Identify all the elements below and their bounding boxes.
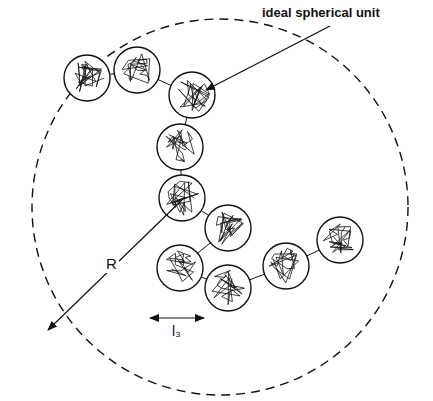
coil-scribble — [75, 61, 104, 91]
unit-size-arrow — [150, 317, 204, 318]
coil-scribble — [178, 81, 210, 112]
spherical-unit — [263, 243, 309, 289]
coil-scribble — [167, 251, 196, 282]
radius-arrow — [48, 200, 182, 330]
spherical-unit — [169, 72, 215, 118]
coil-scribble — [323, 224, 353, 253]
coil-scribble — [269, 248, 298, 283]
pointer-arrow — [206, 26, 330, 90]
spherical-unit — [317, 217, 363, 263]
spherical-unit — [114, 47, 160, 93]
spherical-unit — [157, 245, 203, 291]
spherical-unit — [205, 265, 251, 311]
spherical-unit — [157, 124, 203, 170]
spherical-unit — [64, 55, 110, 101]
callout-label: ideal spherical unit — [262, 6, 380, 20]
unit-size-label: l₃ — [170, 324, 183, 339]
radius-label: R — [104, 256, 119, 273]
outer-dashed-circle — [32, 19, 408, 395]
coil-scribble — [212, 271, 244, 305]
coil-scribble — [122, 54, 150, 83]
spherical-unit — [205, 205, 251, 251]
spherical-unit — [159, 175, 205, 221]
coil-scribble — [216, 212, 243, 244]
coil-scribble — [166, 130, 194, 162]
